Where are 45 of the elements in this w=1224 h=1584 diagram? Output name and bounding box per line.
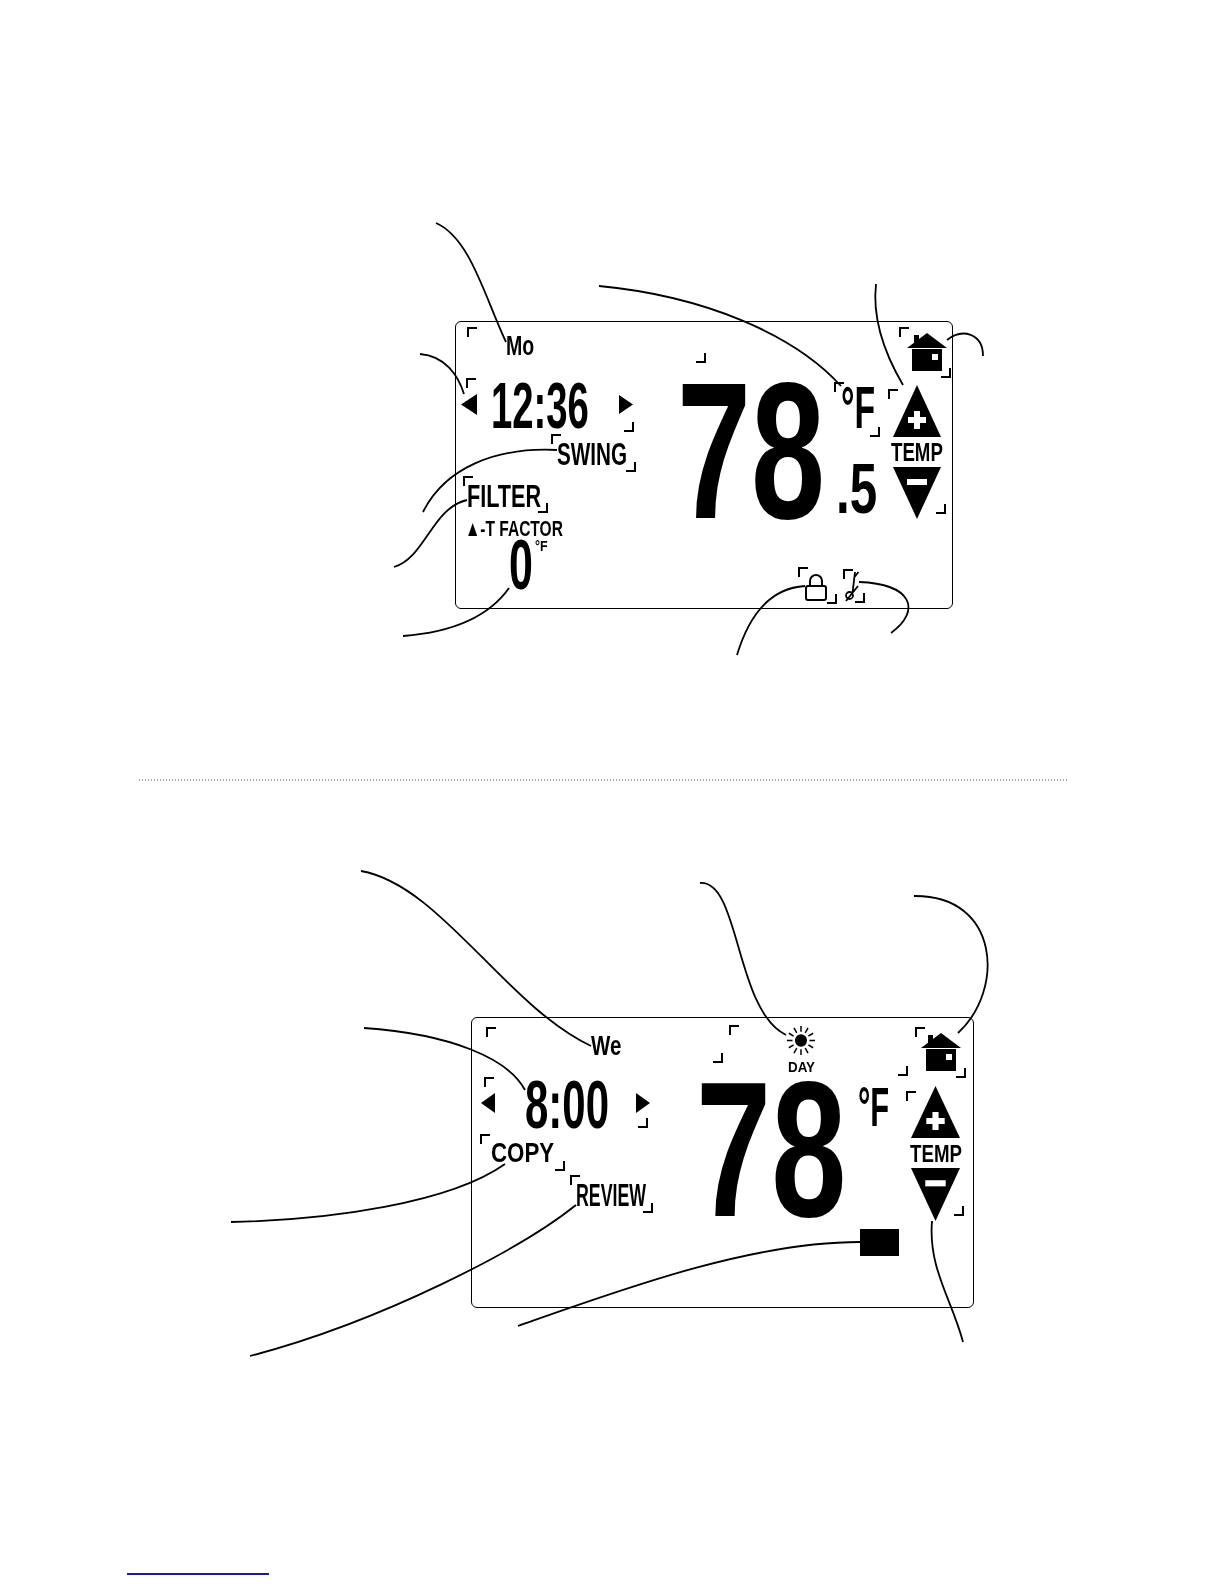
unit-label: °F [841,386,876,430]
leader-line [435,222,507,343]
indicator-label: REVIEW [576,1184,647,1208]
leader-line [360,870,592,1047]
unit-label: °F [858,1086,890,1128]
indicator-label: SWING [557,443,628,467]
time-readout: 8:00 [525,1079,609,1131]
time-readout: 12:36 [491,381,589,431]
indicator-label: DAY [788,1061,816,1073]
day-label: Mo [506,336,535,357]
leader-line [858,581,910,634]
leader-line [736,585,806,656]
indicator-label: FILTER [467,485,542,509]
leader-line [874,283,904,386]
note-icon [845,571,859,601]
leader-line [402,587,510,637]
left-triangle-icon [461,394,477,415]
temperature-readout: 78 [677,378,825,524]
leader-line [517,1241,861,1327]
house-icon [921,1033,961,1071]
leader-line [419,353,465,395]
leader-line [393,499,468,568]
leader-line [230,1163,506,1223]
leader-line [249,1204,577,1357]
unit-label: °F [535,540,548,552]
leader-line [363,1027,526,1091]
padlock-icon [805,573,827,601]
leader-line [946,332,984,357]
temp-label: TEMP [891,443,943,462]
day-label: We [591,1036,622,1057]
leader-line [598,285,842,387]
leader-line [699,882,787,1036]
decimal-readout: .5 [836,463,878,516]
temp-label: TEMP [910,1146,962,1164]
lcd-display-panel [471,1017,974,1308]
indicator-label: COPY [491,1143,555,1164]
temperature-readout: 78 [696,1078,847,1223]
indicator-label: ▲-T FACTOR [465,521,563,538]
lcd-display-panel [455,321,953,609]
lcd-block [860,1229,899,1256]
leader-line [913,895,989,1034]
lcd-digit: 0 [509,539,533,592]
leader-line [930,1220,964,1343]
house-icon [907,333,947,371]
leader-line [422,448,558,513]
